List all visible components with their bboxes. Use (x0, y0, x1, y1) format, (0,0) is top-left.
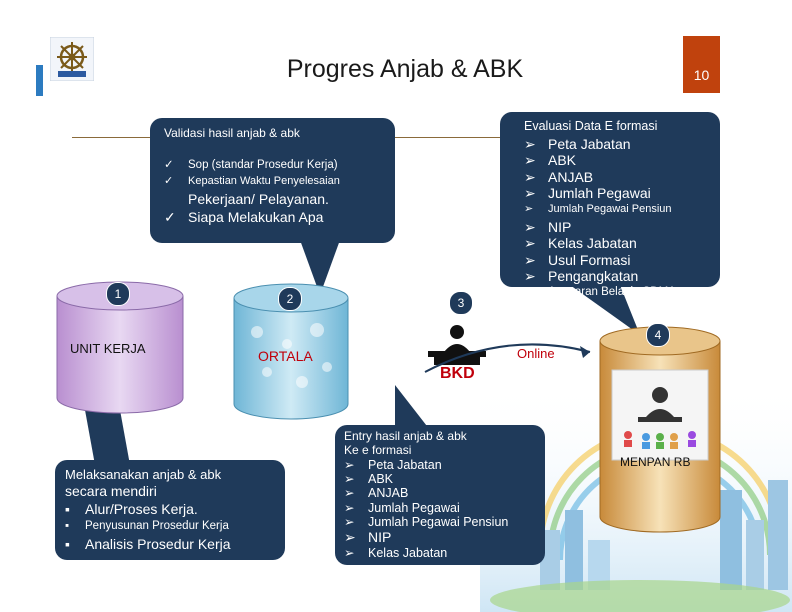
online-arrow (424, 343, 591, 373)
page-number: 10 (693, 67, 710, 83)
validasi-item: ✓Kepastian Waktu Penyelesaian (164, 175, 340, 188)
node-badge-1: 1 (106, 282, 130, 306)
evaluasi-item: ➢Peta Jabatan (524, 136, 631, 153)
entry-callout: Entry hasil anjab & abk Ke e formasi ➢Pe… (335, 425, 545, 565)
entry-line: ➢Jumlah Pegawai Pensiun (344, 515, 509, 530)
menpan-label: MENPAN RB (620, 455, 691, 469)
evaluasi-item: ➢ABK (524, 152, 577, 169)
entry-line: ➢ABK (344, 471, 394, 486)
entry-line: ➢Kelas Jabatan (344, 545, 448, 560)
validasi-item: Pekerjaan/ Pelayanan. (188, 190, 329, 207)
bkd-label: BKD (440, 365, 475, 382)
evaluasi-heading: Evaluasi Data E formasi (524, 119, 658, 133)
page-title: Progres Anjab & ABK (286, 55, 524, 83)
melaksanakan-line: secara mendiri (65, 482, 157, 499)
evaluasi-item: ➢Jumlah Pegawai Pensiun (524, 202, 672, 215)
melaksanakan-line: ▪Analisis Prosedur Kerja (65, 536, 231, 553)
accent-bar (36, 65, 43, 96)
node-badge-2: 2 (278, 287, 302, 311)
validasi-heading: Validasi hasil anjab & abk (164, 126, 300, 140)
ortala-label: ORTALA (258, 348, 313, 364)
evaluasi-item: ➢ANJAB (524, 168, 594, 185)
validasi-item: ✓Sop (standar Prosedur Kerja) (164, 158, 338, 171)
entry-line: ➢Peta Jabatan (344, 457, 442, 472)
entry-line: ➢NIP (344, 529, 392, 546)
melaksanakan-line: Melaksanakan anjab & abk (65, 467, 222, 482)
ship-wheel-logo (50, 37, 94, 81)
unit-kerja-label: UNIT KERJA (70, 341, 146, 356)
ortala-cylinder (233, 283, 349, 420)
evaluasi-item: ➢Usul Formasi (524, 251, 631, 268)
node-badge-3: 3 (449, 291, 473, 315)
evaluasi-item: ➢Kelas Jabatan (524, 235, 637, 252)
melaksanakan-line: ▪Penyusunan Prosedur Kerja (65, 520, 229, 533)
melaksanakan-line: ▪Alur/Proses Kerja. (65, 501, 198, 518)
official-desk-icon (424, 322, 490, 368)
melaksanakan-callout: Melaksanakan anjab & abk secara mendiri … (55, 460, 285, 560)
online-label: Online (517, 346, 555, 361)
validasi-item: ✓Siapa Melakukan Apa (164, 208, 324, 225)
entry-line: Entry hasil anjab & abk (344, 429, 467, 443)
entry-line: ➢ANJAB (344, 486, 409, 501)
node-badge-4: 4 (646, 323, 670, 347)
evaluasi-item: ➢Anggaran Belanja SDMA (524, 285, 676, 298)
evaluasi-item: ➢Jumlah Pegawai (524, 184, 651, 201)
evaluasi-item: ➢NIP (524, 219, 572, 236)
page-number-tab (683, 36, 720, 93)
menpan-cylinder (599, 326, 721, 533)
entry-line: Ke e formasi (344, 442, 412, 457)
evaluasi-callout: Evaluasi Data E formasi ➢Peta Jabatan ➢A… (500, 112, 720, 298)
evaluasi-item: ➢Pengangkatan (524, 267, 639, 284)
validasi-callout: Validasi hasil anjab & abk ✓Sop (standar… (150, 118, 395, 243)
entry-line: ➢Jumlah Pegawai (344, 500, 460, 515)
